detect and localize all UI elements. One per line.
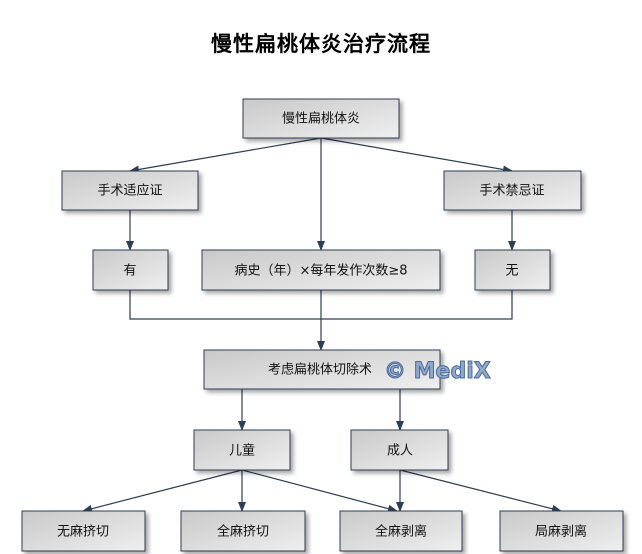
diagram-title: 慢性扁桃体炎治疗流程 xyxy=(211,32,431,56)
node-yes: 有 xyxy=(92,249,169,291)
node-no: 无 xyxy=(474,249,551,291)
svg-text:无麻挤切: 无麻挤切 xyxy=(57,525,109,540)
svg-text:成人: 成人 xyxy=(387,444,413,459)
node-child: 儿童 xyxy=(193,429,291,471)
svg-text:有: 有 xyxy=(123,264,136,279)
node-b1: 无麻挤切 xyxy=(21,510,146,552)
svg-text:慢性扁桃体炎: 慢性扁桃体炎 xyxy=(282,111,360,127)
svg-text:考虑扁桃体切除术: 考虑扁桃体切除术 xyxy=(268,363,372,378)
node-indication: 手术适应证 xyxy=(61,170,199,211)
arrow-root-indication xyxy=(129,137,322,174)
svg-text:病史（年）×每年发作次数≥8: 病史（年）×每年发作次数≥8 xyxy=(234,263,407,279)
svg-text:手术禁忌证: 手术禁忌证 xyxy=(479,184,544,199)
svg-text:全麻挤切: 全麻挤切 xyxy=(217,524,269,540)
arrow-adult-b4 xyxy=(399,469,562,513)
arrow-child-b1 xyxy=(82,469,243,513)
svg-text:手术适应证: 手术适应证 xyxy=(97,183,162,199)
svg-text:儿童: 儿童 xyxy=(229,443,255,459)
node-history: 病史（年）×每年发作次数≥8 xyxy=(201,249,441,291)
svg-text:局麻剥离: 局麻剥离 xyxy=(535,524,587,540)
svg-text:全麻剥离: 全麻剥离 xyxy=(375,524,427,540)
arrow-child-b3 xyxy=(241,469,398,513)
arrow-root-contraindication xyxy=(320,137,513,174)
node-contraindication: 手术禁忌证 xyxy=(443,170,582,211)
node-root: 慢性扁桃体炎 xyxy=(242,98,400,139)
node-b3: 全麻剥离 xyxy=(339,510,463,552)
node-b2: 全麻挤切 xyxy=(180,510,306,552)
watermark: © MediX xyxy=(384,359,491,384)
node-adult: 成人 xyxy=(350,429,449,471)
node-consider: 考虑扁桃体切除术 xyxy=(203,349,441,390)
svg-text:无: 无 xyxy=(505,264,518,279)
connectors xyxy=(82,137,562,513)
node-b4: 局麻剥离 xyxy=(499,510,624,552)
